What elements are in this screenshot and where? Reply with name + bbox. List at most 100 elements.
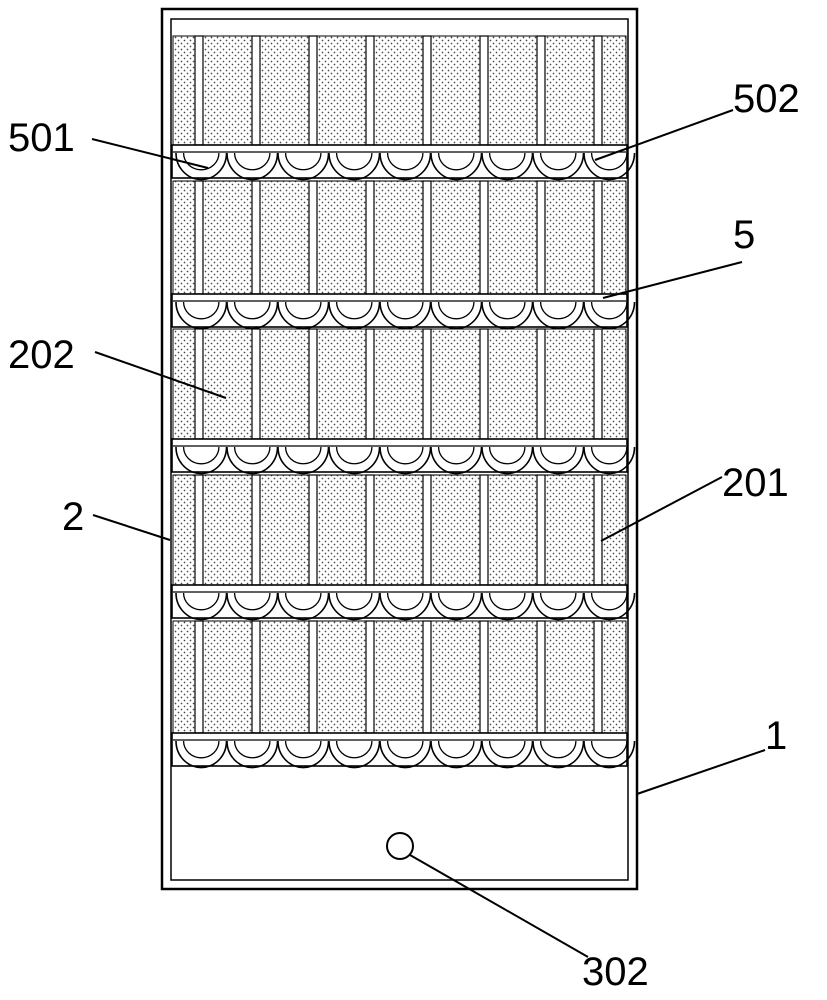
- cup-inner: [284, 740, 322, 759]
- cup: [379, 592, 432, 621]
- label-2: 2: [62, 495, 84, 539]
- vertical-rod: [479, 328, 489, 440]
- cup-inner: [386, 592, 424, 611]
- cup: [583, 152, 636, 181]
- cup: [277, 592, 330, 621]
- cup: [430, 740, 483, 769]
- cup: [481, 301, 534, 330]
- vertical-rod: [365, 620, 375, 734]
- cup-inner: [539, 301, 577, 320]
- cup-inner: [539, 446, 577, 465]
- vertical-rod: [593, 328, 603, 440]
- cup: [379, 740, 432, 769]
- vertical-rod: [536, 328, 546, 440]
- label-202: 202: [8, 333, 75, 377]
- vertical-rod: [536, 474, 546, 586]
- cup-inner: [386, 301, 424, 320]
- label-5: 5: [733, 213, 755, 257]
- cup-inner: [539, 740, 577, 759]
- cup-inner: [386, 446, 424, 465]
- filter-panels: [172, 35, 627, 734]
- trough-bar-body: [171, 438, 628, 473]
- vertical-rod: [194, 180, 204, 295]
- leader-201: [600, 476, 723, 542]
- leader-lines: [91, 109, 766, 958]
- label-501: 501: [8, 116, 75, 160]
- cup-inner: [590, 740, 628, 759]
- vertical-rod: [422, 35, 432, 146]
- cup-inner: [233, 740, 271, 759]
- trough-bar-body: [171, 584, 628, 619]
- cup: [430, 592, 483, 621]
- cup-inner: [437, 152, 475, 171]
- trough-bar-body: [171, 293, 628, 328]
- cup-inner: [539, 592, 577, 611]
- cup-inner: [437, 301, 475, 320]
- cup: [226, 152, 279, 181]
- leader-502: [594, 109, 734, 161]
- cup-inner: [386, 152, 424, 171]
- outlet-port: [386, 832, 414, 860]
- inner-frame: [170, 18, 629, 881]
- cup-inner: [335, 152, 373, 171]
- vertical-rod: [251, 180, 261, 295]
- cup-inner: [284, 301, 322, 320]
- cup: [175, 740, 228, 769]
- cup: [226, 740, 279, 769]
- vertical-rod: [365, 474, 375, 586]
- vertical-rod: [422, 180, 432, 295]
- label-502: 502: [733, 77, 800, 121]
- vertical-rod: [308, 474, 318, 586]
- cup: [328, 740, 381, 769]
- vertical-rod: [536, 35, 546, 146]
- cup: [532, 740, 585, 769]
- vertical-rod: [479, 180, 489, 295]
- trough-bar: [171, 732, 636, 769]
- cup: [175, 152, 228, 181]
- filter-panel: [172, 180, 627, 295]
- cup: [226, 592, 279, 621]
- cup: [583, 740, 636, 769]
- cup-inner: [335, 740, 373, 759]
- filter-panel: [172, 35, 627, 146]
- leader-501: [91, 138, 209, 169]
- vertical-rod: [593, 180, 603, 295]
- vertical-rod: [593, 474, 603, 586]
- cup-inner: [284, 446, 322, 465]
- cup: [277, 446, 330, 475]
- cup: [532, 446, 585, 475]
- cup: [226, 301, 279, 330]
- vertical-rod: [479, 620, 489, 734]
- cup: [226, 446, 279, 475]
- vertical-rod: [593, 35, 603, 146]
- cup: [532, 592, 585, 621]
- cup-inner: [437, 446, 475, 465]
- label-201: 201: [722, 461, 789, 505]
- cup-inner: [335, 446, 373, 465]
- cup: [583, 446, 636, 475]
- cup-inner: [233, 152, 271, 171]
- cup-inner: [488, 446, 526, 465]
- cup: [379, 301, 432, 330]
- trough-bar: [171, 584, 636, 621]
- cup: [328, 592, 381, 621]
- vertical-rod: [251, 35, 261, 146]
- vertical-rod: [422, 620, 432, 734]
- vertical-rod: [593, 620, 603, 734]
- trough-bar: [171, 144, 636, 181]
- cup: [175, 301, 228, 330]
- cup-inner: [488, 152, 526, 171]
- cup: [583, 301, 636, 330]
- trough-bars: [171, 144, 636, 769]
- cup-inner: [488, 740, 526, 759]
- vertical-rod: [422, 474, 432, 586]
- cup: [328, 152, 381, 181]
- cup-inner: [590, 592, 628, 611]
- leader-1: [636, 749, 766, 795]
- leader-202: [94, 351, 227, 399]
- cup-inner: [335, 592, 373, 611]
- vertical-rod: [194, 35, 204, 146]
- cup-inner: [590, 152, 628, 171]
- cup: [481, 592, 534, 621]
- vertical-rod: [365, 328, 375, 440]
